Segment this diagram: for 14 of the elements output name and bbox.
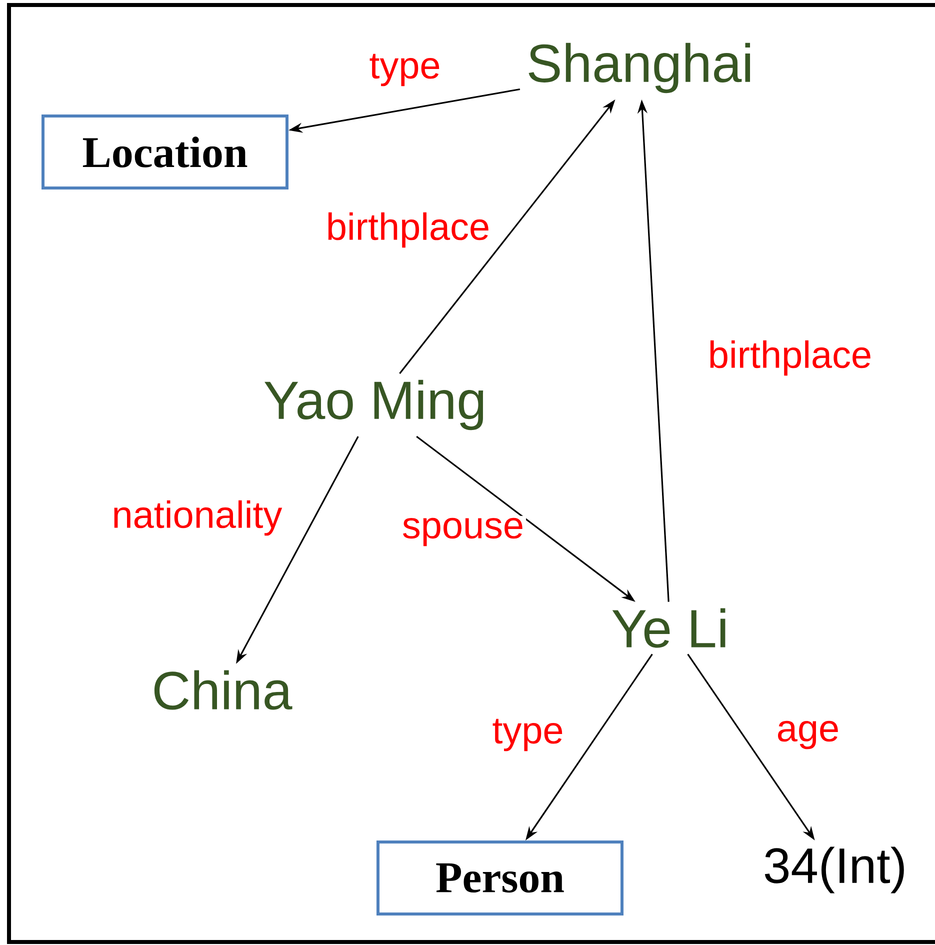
entity-label: Ye Li <box>612 608 726 648</box>
entity-label: China <box>154 670 292 710</box>
class-box: Person <box>376 840 624 916</box>
entity-label: Yao Ming <box>264 380 484 430</box>
edge-label: type <box>367 52 443 88</box>
literal-value: 34(Int) <box>764 846 904 894</box>
entity-label: Shanghai <box>528 42 750 94</box>
edge-label: birthplace <box>706 338 874 378</box>
edge-label: type <box>490 716 566 754</box>
edge-label: birthplace <box>324 210 492 250</box>
edge-label: age <box>774 718 842 752</box>
class-box: Location <box>42 114 288 190</box>
edge-label: nationality <box>110 498 284 538</box>
edge-label: spouse <box>400 516 526 548</box>
